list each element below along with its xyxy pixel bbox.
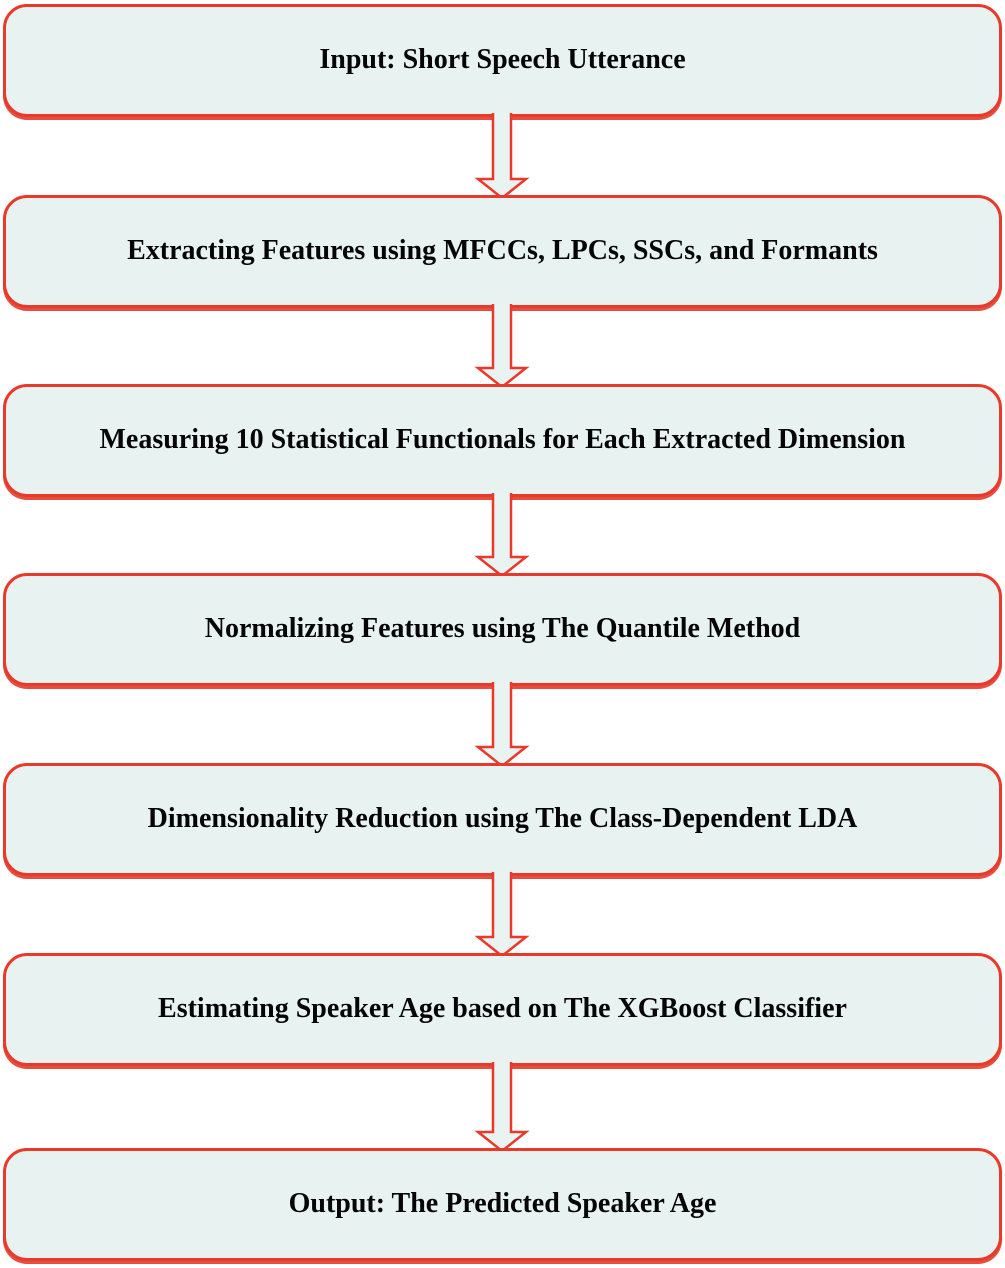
flow-step-measure-label: Measuring 10 Statistical Functionals for… bbox=[99, 424, 906, 456]
flow-step-output: Output: The Predicted Speaker Age bbox=[3, 1148, 1002, 1261]
flow-step-extract-label: Extracting Features using MFCCs, LPCs, S… bbox=[127, 235, 878, 267]
down-arrow-icon bbox=[474, 493, 530, 577]
down-arrow-icon bbox=[474, 1062, 530, 1152]
flow-step-normalize: Normalizing Features using The Quantile … bbox=[3, 573, 1002, 686]
down-arrow-icon bbox=[474, 872, 530, 957]
down-arrow-icon bbox=[474, 304, 530, 388]
flow-step-input: Input: Short Speech Utterance bbox=[3, 4, 1002, 117]
flow-step-output-label: Output: The Predicted Speaker Age bbox=[288, 1188, 717, 1220]
flow-step-reduce-label: Dimensionality Reduction using The Class… bbox=[147, 803, 858, 835]
flow-step-input-label: Input: Short Speech Utterance bbox=[319, 44, 686, 76]
flow-step-measure: Measuring 10 Statistical Functionals for… bbox=[3, 384, 1002, 497]
down-arrow-icon bbox=[474, 113, 530, 199]
flow-step-reduce: Dimensionality Reduction using The Class… bbox=[3, 763, 1002, 876]
flow-step-estimate: Estimating Speaker Age based on The XGBo… bbox=[3, 953, 1002, 1066]
flow-step-extract: Extracting Features using MFCCs, LPCs, S… bbox=[3, 195, 1002, 308]
flow-step-normalize-label: Normalizing Features using The Quantile … bbox=[204, 613, 801, 645]
flow-step-estimate-label: Estimating Speaker Age based on The XGBo… bbox=[158, 993, 847, 1025]
down-arrow-icon bbox=[474, 682, 530, 767]
